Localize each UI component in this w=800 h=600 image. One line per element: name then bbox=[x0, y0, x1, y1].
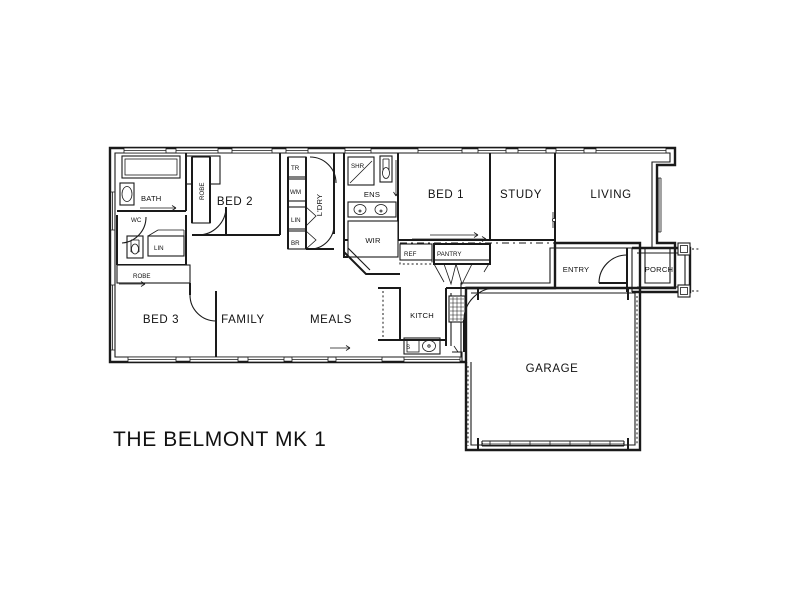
label-bath: BATH bbox=[141, 194, 162, 203]
label-living: LIVING bbox=[590, 189, 631, 201]
label-meals: MEALS bbox=[310, 314, 352, 326]
bathroom-zone bbox=[116, 153, 221, 287]
bed3-walls bbox=[189, 283, 217, 357]
label-robe-bed3: ROBE bbox=[133, 273, 151, 280]
label-pantry: PANTRY bbox=[437, 251, 462, 258]
laundry-zone bbox=[287, 153, 337, 250]
bed2-robe: ROBE bbox=[191, 156, 211, 224]
ensuite-zone bbox=[343, 153, 400, 275]
bed1-walls bbox=[398, 153, 491, 241]
label-wir: WIR bbox=[365, 236, 381, 245]
windows-top-wall bbox=[123, 147, 667, 154]
label-bed1: BED 1 bbox=[428, 189, 464, 201]
bed2-walls bbox=[192, 153, 281, 236]
windows-left-wall bbox=[110, 191, 115, 351]
label-sink: S bbox=[406, 344, 410, 351]
label-lin-ldry: LIN bbox=[291, 217, 301, 224]
label-br: BR bbox=[291, 240, 300, 247]
garage-zone bbox=[452, 286, 642, 452]
label-robe-bed2: ROBE bbox=[199, 182, 206, 200]
study-walls bbox=[490, 153, 557, 243]
label-kitch: KITCH bbox=[410, 311, 434, 320]
porch-zone bbox=[632, 242, 700, 298]
direction-arrow-meals bbox=[330, 345, 351, 351]
label-lin-hall: LIN bbox=[154, 245, 164, 252]
label-ldry: L'DRY bbox=[315, 194, 324, 217]
page-title: THE BELMONT MK 1 bbox=[113, 428, 326, 451]
label-bed2: BED 2 bbox=[217, 196, 253, 208]
label-porch: PORCH bbox=[645, 265, 673, 274]
label-garage: GARAGE bbox=[526, 363, 579, 375]
label-wm: WM bbox=[290, 189, 301, 196]
kitchen-zone bbox=[378, 287, 466, 355]
ensuite-labels: SHR ENS WIR bbox=[351, 163, 381, 245]
pantry-labels: REF PANTRY bbox=[404, 251, 462, 258]
label-tr: TR bbox=[291, 165, 300, 172]
label-family: FAMILY bbox=[221, 314, 265, 326]
windows-bottom-wall bbox=[127, 356, 461, 363]
entry-zone bbox=[400, 236, 640, 292]
label-ref: REF bbox=[404, 251, 417, 258]
label-study: STUDY bbox=[500, 189, 542, 201]
label-shr: SHR bbox=[351, 163, 365, 170]
label-bed3: BED 3 bbox=[143, 314, 179, 326]
label-ens: ENS bbox=[364, 190, 380, 199]
bathroom-labels: BATH WC LIN ROBE bbox=[131, 194, 164, 280]
label-wc: WC bbox=[131, 217, 142, 224]
laundry-fixture-labels: TR WM LIN BR bbox=[290, 165, 301, 247]
pantry-zone bbox=[399, 243, 491, 286]
living-window-right bbox=[656, 177, 662, 233]
label-entry: ENTRY bbox=[563, 265, 590, 274]
